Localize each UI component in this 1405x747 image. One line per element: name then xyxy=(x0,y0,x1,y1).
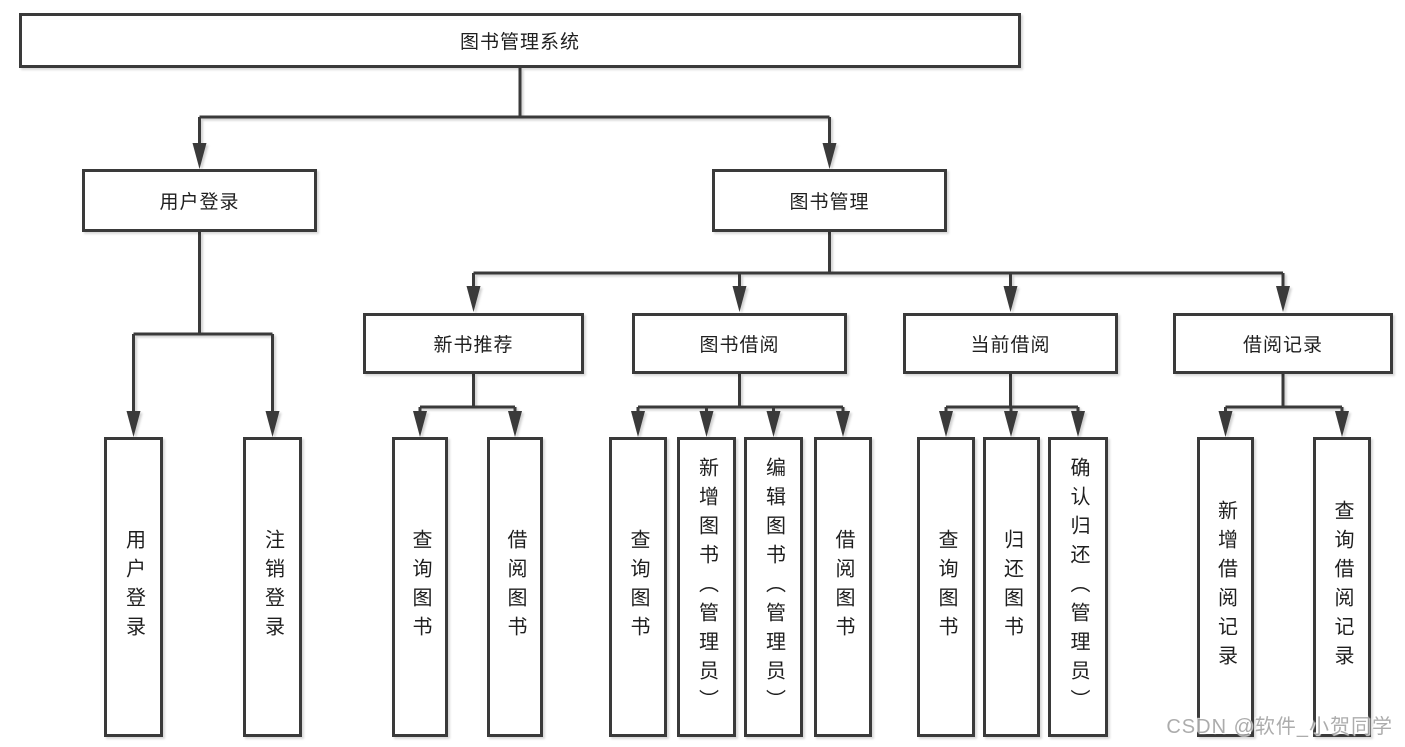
leaf-add-book-admin-label: 新增图书（管理员） xyxy=(695,456,718,718)
leaf-add-borrow-record: 新增借阅记录 xyxy=(1197,437,1254,737)
node-current-borrow-label: 当前借阅 xyxy=(970,335,1051,356)
leaf-borrow-book-label: 借阅图书 xyxy=(832,529,854,645)
leaf-edit-book-admin-label: 编辑图书（管理员） xyxy=(762,456,785,718)
leaf-confirm-return-admin-label: 确认归还（管理员） xyxy=(1067,456,1089,718)
leaf-return-book-label: 归还图书 xyxy=(1000,529,1023,645)
node-new-book-recommend-label: 新书推荐 xyxy=(433,335,514,356)
node-new-book-recommend: 新书推荐 xyxy=(363,313,584,374)
node-borrow-record-label: 借阅记录 xyxy=(1242,335,1323,356)
node-user-login-label: 用户登录 xyxy=(159,192,240,213)
leaf-query-book-current: 查询图书 xyxy=(917,437,975,737)
node-book-management: 图书管理 xyxy=(712,169,947,232)
leaf-borrow-book-recommend: 借阅图书 xyxy=(487,437,543,737)
leaf-add-book-admin: 新增图书（管理员） xyxy=(677,437,736,737)
node-user-login: 用户登录 xyxy=(82,169,317,232)
node-book-management-label: 图书管理 xyxy=(789,192,870,213)
leaf-confirm-return-admin: 确认归还（管理员） xyxy=(1048,437,1108,737)
leaf-query-book-recommend: 查询图书 xyxy=(392,437,448,737)
leaf-edit-book-admin: 编辑图书（管理员） xyxy=(744,437,803,737)
leaf-logout-label: 注销登录 xyxy=(261,529,284,645)
leaf-user-login: 用户登录 xyxy=(104,437,163,737)
leaf-query-book-recommend-label: 查询图书 xyxy=(409,529,431,645)
node-root: 图书管理系统 xyxy=(19,13,1021,68)
leaf-query-book-borrow-label: 查询图书 xyxy=(627,529,649,645)
node-borrow-record: 借阅记录 xyxy=(1173,313,1393,374)
node-root-label: 图书管理系统 xyxy=(459,32,580,53)
leaf-logout: 注销登录 xyxy=(243,437,302,737)
node-book-borrow-label: 图书借阅 xyxy=(699,335,780,356)
leaf-user-login-label: 用户登录 xyxy=(122,529,145,645)
leaf-query-borrow-record: 查询借阅记录 xyxy=(1313,437,1371,737)
leaf-borrow-book: 借阅图书 xyxy=(814,437,872,737)
leaf-add-borrow-record-label: 新增借阅记录 xyxy=(1214,500,1237,674)
leaf-borrow-book-recommend-label: 借阅图书 xyxy=(504,529,526,645)
node-book-borrow: 图书借阅 xyxy=(632,313,847,374)
leaf-query-borrow-record-label: 查询借阅记录 xyxy=(1331,500,1353,674)
leaf-query-book-current-label: 查询图书 xyxy=(935,529,957,645)
leaf-query-book-borrow: 查询图书 xyxy=(609,437,667,737)
node-current-borrow: 当前借阅 xyxy=(903,313,1118,374)
leaf-return-book: 归还图书 xyxy=(983,437,1040,737)
